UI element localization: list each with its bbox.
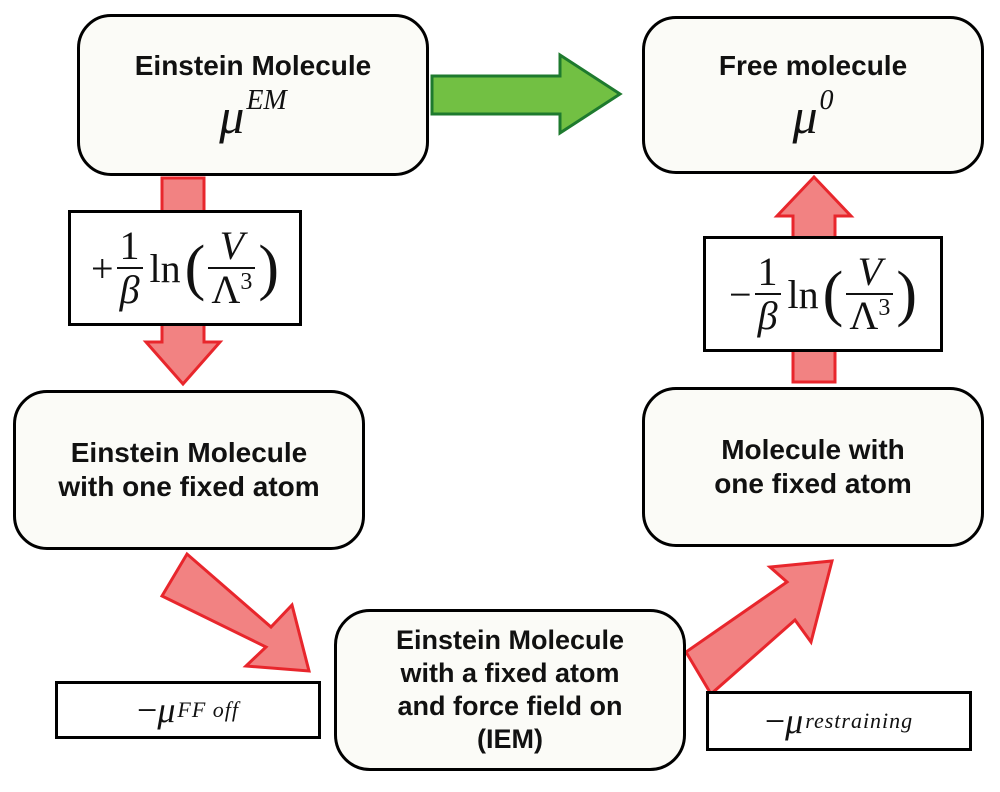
formula-right-translation: − 1 β ln ( V Λ3 ): [703, 236, 943, 352]
arrow-iem-to-molfixed: [683, 559, 834, 697]
node-iem-label: Einstein Molecule with a fixed atom and …: [395, 625, 625, 754]
arrow-em-to-free: [430, 52, 623, 136]
formula-left-inner-fraction: V Λ3: [208, 225, 256, 311]
formula-left-ln: ln: [149, 245, 181, 291]
node-free-molecule-label: Free molecule: [718, 49, 908, 81]
node-einstein-molecule-symbol: μEM: [219, 85, 287, 145]
node-einstein-molecule-fixed-atom-label: Einstein Molecule with one fixed atom: [58, 436, 320, 502]
arrow-emfixed-to-iem: [159, 551, 311, 673]
formula-right-inner-fraction: V Λ3: [846, 251, 894, 337]
formula-left-translation: + 1 β ln ( V Λ3 ): [68, 210, 302, 326]
node-free-molecule-symbol: μ0: [792, 85, 834, 145]
node-einstein-molecule-label: Einstein Molecule: [134, 49, 372, 81]
node-einstein-molecule-fixed-atom: Einstein Molecule with one fixed atom: [13, 390, 365, 550]
node-molecule-fixed-atom: Molecule with one fixed atom: [642, 387, 984, 547]
formula-right-ln: ln: [787, 271, 819, 317]
node-molecule-fixed-atom-label: Molecule with one fixed atom: [714, 433, 912, 499]
formula-left-fraction: 1 β: [116, 225, 143, 311]
node-iem: Einstein Molecule with a fixed atom and …: [334, 609, 686, 771]
formula-right-fraction: 1 β: [754, 251, 781, 337]
node-free-molecule: Free molecule μ0: [642, 16, 984, 174]
node-einstein-molecule: Einstein Molecule μEM: [77, 14, 429, 176]
formula-left-sign: +: [90, 245, 114, 291]
formula-right-sign: −: [728, 271, 752, 317]
